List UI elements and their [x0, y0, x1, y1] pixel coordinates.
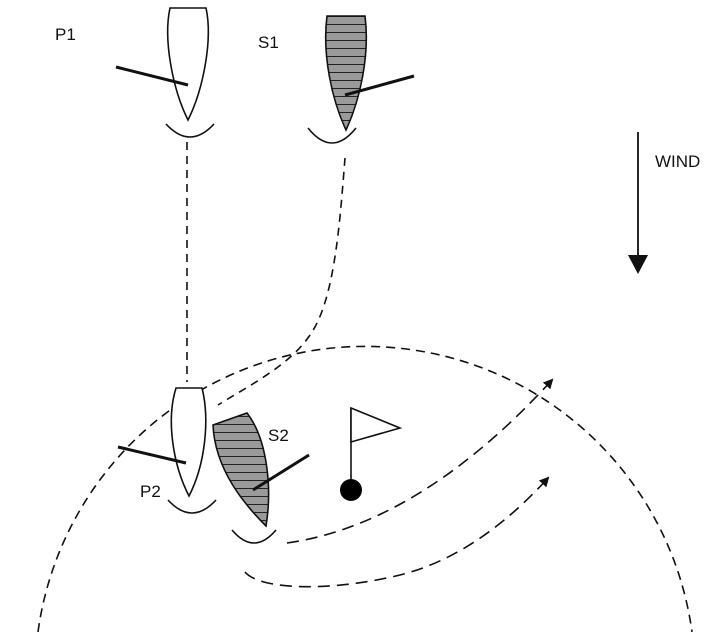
- boat-s2-hull: [212, 412, 270, 528]
- boat-s1: S1: [258, 15, 415, 144]
- wind-indicator: WIND: [628, 132, 700, 274]
- course-arrow-lower: [244, 476, 550, 588]
- boat-p1-wake: [165, 123, 215, 138]
- boat-s2-wake: [231, 529, 277, 544]
- boat-s2-boom: [252, 453, 310, 492]
- label-s2: S2: [268, 426, 289, 445]
- boat-s2: S2: [212, 412, 310, 544]
- mark-buoy: [340, 479, 362, 501]
- track-s1-to-s2: [217, 157, 346, 406]
- boat-s1-wake: [307, 127, 357, 144]
- boat-s1-hull: [324, 15, 368, 132]
- boat-p2: P2: [117, 387, 217, 514]
- course-arrow-upper: [286, 378, 554, 544]
- boat-p1: P1: [55, 7, 215, 138]
- zone-circle: [37, 345, 693, 633]
- label-s1: S1: [258, 33, 279, 52]
- boat-p2-wake: [167, 499, 217, 514]
- boat-p1-boom: [115, 65, 189, 87]
- boat-p2-boom: [117, 445, 187, 465]
- flag-icon: [340, 406, 403, 501]
- wind-arrowhead: [628, 255, 648, 274]
- label-wind: WIND: [655, 152, 700, 171]
- mark-flag: [350, 406, 403, 444]
- label-p1: P1: [55, 25, 76, 44]
- boat-s1-boom: [344, 74, 415, 97]
- boat-p2-hull: [170, 387, 207, 498]
- boat-p1-hull: [166, 7, 210, 122]
- label-p2: P2: [140, 482, 161, 501]
